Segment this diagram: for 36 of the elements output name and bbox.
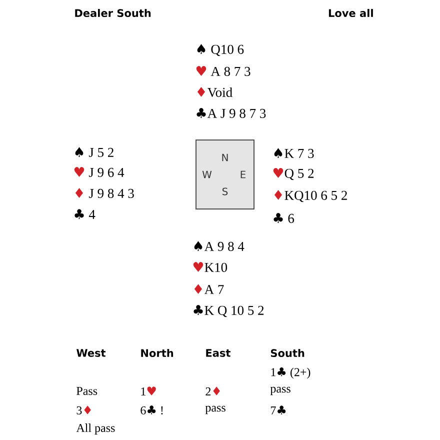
column-heading: East [206,349,230,357]
compass-letter: W [202,170,212,178]
column-heading: West [76,349,106,357]
suit-holding: ♣K Q 10 5 2 [194,305,264,318]
suit-holding: ♣A J 9 8 7 3 [196,108,266,118]
column-heading: North [141,348,174,358]
suit-holding: ♠A 9 8 4 [194,241,244,251]
deal-info-label: Love all [328,8,373,18]
suit-holding: ♦ J 9 8 4 3 [75,188,134,198]
suit-holding: ♥ J 9 6 4 [74,167,124,177]
deal-info-label: Dealer South [75,8,151,18]
suit-holding: ♥K10 [193,262,228,272]
compass-letter: E [240,170,246,178]
suit-holding: ♠ J 5 2 [75,147,114,157]
suit-holding: ♠K 7 3 [274,148,314,158]
suit-holding: ♦Void [197,86,232,98]
compass-letter: S [222,188,228,196]
compass-letter: N [222,154,228,162]
bid: pass [205,406,226,414]
bid: All pass [76,424,115,434]
suit-holding: ♦KQ10 6 5 2 [274,190,347,202]
bid: 1♣ (2+) [271,367,310,379]
suit-holding: ♠ Q10 6 [197,44,244,56]
bid: pass [270,386,290,396]
column-heading: South [270,348,304,358]
bid: 7♣ [270,406,286,414]
suit-holding: ♥ A 8 7 3 [196,66,250,76]
suit-holding: ♣ 6 [274,213,294,223]
bid: 3♦ [76,406,91,414]
bid: 1♥ [141,386,156,396]
suit-holding: ♣ 4 [74,209,96,219]
bid: Pass [76,387,98,395]
suit-holding: ♥Q 5 2 [273,168,314,180]
suit-holding: ♦A 7 [194,284,224,294]
bid: 6♣ ! [140,406,163,414]
bid: 2♦ [206,386,220,396]
